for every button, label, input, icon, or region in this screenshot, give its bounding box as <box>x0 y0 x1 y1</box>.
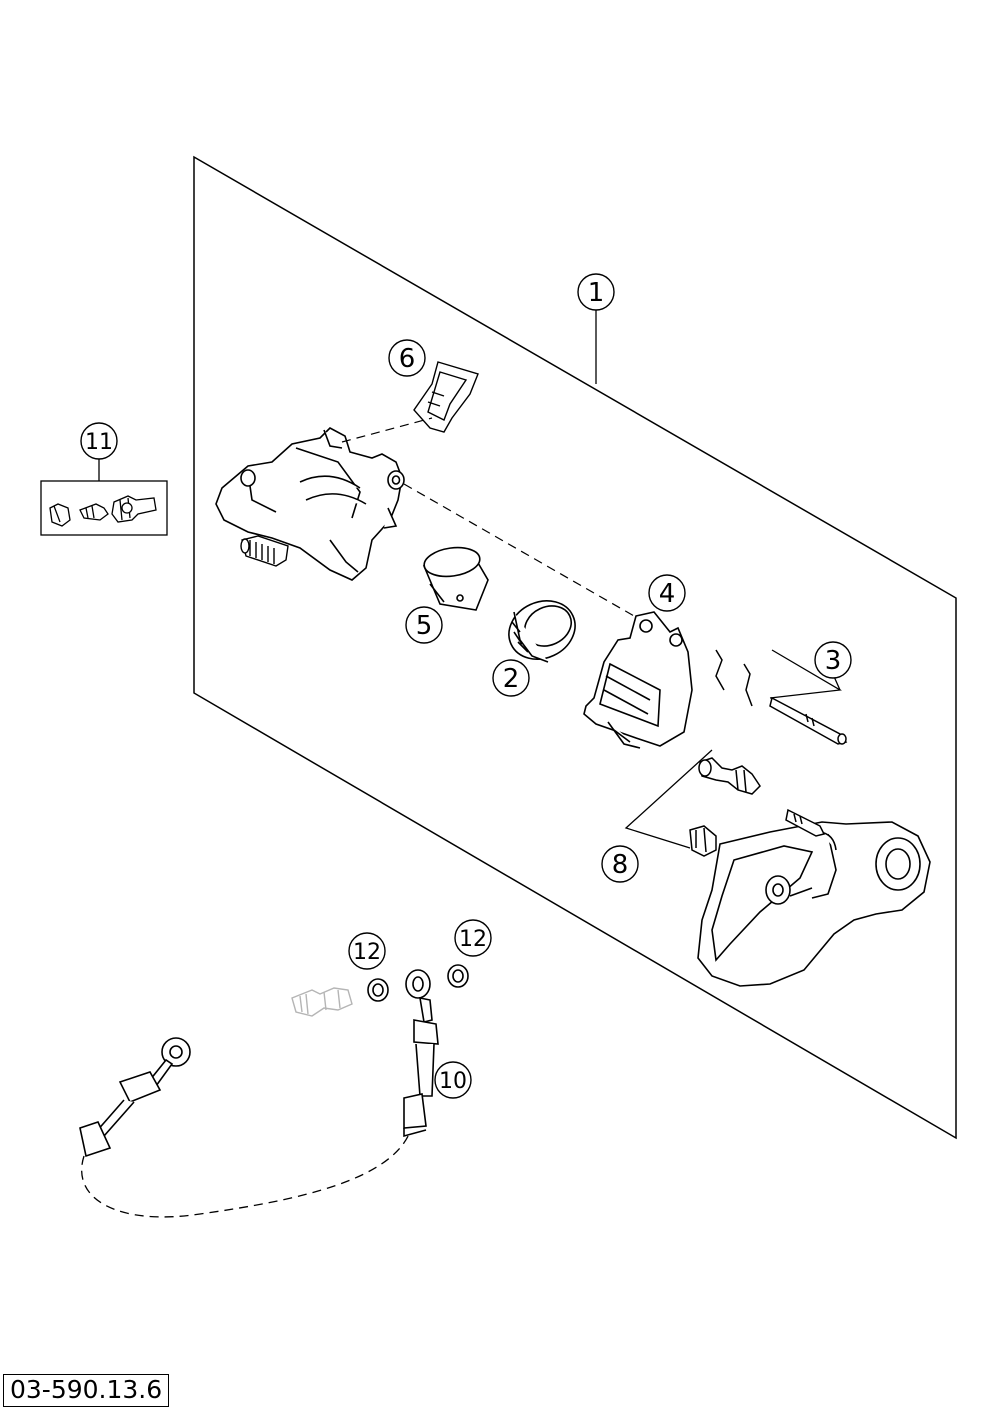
assembly-panel <box>193 155 957 1140</box>
svg-text:6: 6 <box>399 344 416 374</box>
svg-text:4: 4 <box>659 579 676 609</box>
piston <box>422 546 489 611</box>
leader-lines <box>98 310 843 849</box>
hose-dashed-section <box>81 1131 411 1218</box>
svg-text:8: 8 <box>612 850 629 880</box>
svg-text:3: 3 <box>825 646 842 676</box>
caliper-bracket <box>697 821 931 987</box>
callout-1: 1 <box>577 273 615 311</box>
caliper-bleed-stub <box>240 535 289 567</box>
callout-11: 11 <box>80 422 118 460</box>
callout-12-left: 12 <box>348 932 386 970</box>
alignment-lines <box>341 417 649 625</box>
callout-10: 10 <box>434 1061 472 1099</box>
svg-text:12: 12 <box>353 940 381 965</box>
sealing-washers <box>367 964 469 1002</box>
callout-3: 3 <box>814 641 852 679</box>
bracket-pins <box>689 757 826 857</box>
pad-spring <box>413 361 479 433</box>
callout-12-right: 12 <box>454 919 492 957</box>
callout-5: 5 <box>405 606 443 644</box>
svg-text:5: 5 <box>416 611 433 641</box>
bleed-screw-box <box>40 480 168 536</box>
svg-text:10: 10 <box>439 1069 467 1094</box>
svg-text:2: 2 <box>503 664 520 694</box>
callout-2: 2 <box>492 659 530 697</box>
dust-seal <box>508 600 576 663</box>
svg-text:1: 1 <box>588 278 605 308</box>
callout-8: 8 <box>601 845 639 883</box>
caliper-body <box>215 427 405 581</box>
callout-6: 6 <box>388 339 426 377</box>
drawing-number-label: 03-590.13.6 <box>3 1374 170 1407</box>
hose-fitting-faded <box>291 987 353 1017</box>
svg-text:11: 11 <box>85 430 113 455</box>
brake-pads <box>583 611 693 749</box>
svg-text:12: 12 <box>459 927 487 952</box>
pad-pin-clips <box>715 649 848 745</box>
brake-hose <box>79 969 439 1158</box>
callout-4: 4 <box>648 574 686 612</box>
